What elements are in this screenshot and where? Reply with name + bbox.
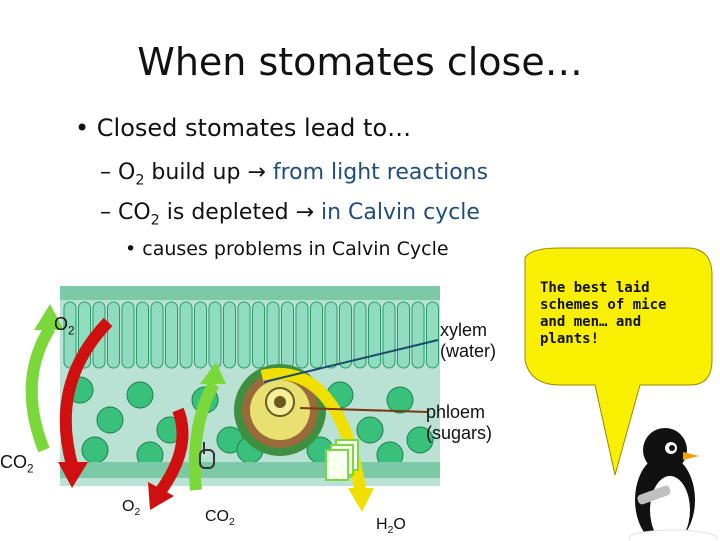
palisade-cell	[121, 301, 135, 369]
palisade-cell	[194, 301, 207, 369]
phloem-pointer-line	[299, 407, 429, 413]
green-arrow-left	[25, 324, 56, 453]
co2-text: is depleted	[159, 200, 296, 225]
bullet-calvin-problems: • causes problems in Calvin Cycle	[125, 238, 449, 260]
bullet-text: causes problems in Calvin Cycle	[142, 238, 449, 260]
palisade-cell	[426, 301, 439, 369]
palisade-cell	[150, 301, 164, 369]
co2-source: in Calvin cycle	[314, 200, 480, 225]
palisade-cell	[382, 301, 396, 369]
red-arrow-left	[59, 317, 113, 467]
spongy-cell	[406, 426, 434, 454]
palisade-cell	[107, 301, 120, 369]
co2-prefix: – CO	[100, 200, 151, 225]
o2-text: build up	[144, 160, 248, 185]
h2o-label: H2O	[376, 516, 406, 537]
xylem-pointer-line	[263, 339, 439, 383]
palisade-cell	[223, 301, 236, 369]
arrow-glyph: →	[247, 160, 266, 185]
red-arrow-bottom	[155, 407, 189, 496]
callout-text: The best laid schemes of mice and men… a…	[540, 280, 667, 347]
palisade-cell	[310, 301, 323, 369]
palisade-cell	[252, 301, 265, 369]
palisade-cell	[353, 301, 367, 369]
arrow-glyph: →	[295, 200, 315, 225]
o2-subscript: 2	[135, 172, 145, 189]
speech-bubble	[524, 247, 713, 476]
palisade-cell	[411, 301, 425, 369]
palisade-cell	[339, 301, 352, 369]
green-arrow-bottom	[188, 380, 220, 491]
palisade-cell	[281, 301, 294, 369]
palisade-cell	[165, 301, 178, 369]
co2-subscript: 2	[150, 212, 160, 229]
yellow-arrowhead-water	[348, 488, 374, 512]
spongy-cell	[96, 406, 124, 434]
palisade-cell	[397, 301, 410, 369]
spongy-cell	[356, 416, 384, 444]
spongy-cell	[386, 386, 414, 414]
co2-left-label: CO2	[0, 452, 34, 476]
palisade-cell	[237, 301, 251, 369]
palisade-cell	[63, 301, 77, 369]
o2-bottom-label: O2	[122, 498, 141, 519]
bullet-dot: •	[125, 238, 137, 260]
hand-cursor-icon	[199, 442, 215, 469]
bullet-closed-stomates: • Closed stomates lead to…	[75, 114, 411, 142]
spongy-cell	[126, 381, 154, 409]
red-arrowhead-left	[58, 462, 88, 488]
spongy-cell	[81, 436, 109, 464]
palisade-cell	[208, 301, 222, 369]
o2-prefix: – O	[100, 160, 136, 185]
o2-top-label: O2	[54, 314, 75, 338]
penguin-mascot-icon	[628, 428, 718, 540]
co2-bottom-label: CO2	[205, 508, 235, 529]
palisade-cell	[179, 301, 193, 369]
slide-title: When stomates close…	[137, 40, 583, 84]
palisade-cell	[266, 301, 280, 369]
palisade-cell	[136, 301, 149, 369]
green-arrowhead-left	[34, 304, 64, 330]
phloem-label: phloem(sugars)	[426, 402, 493, 443]
lower-epidermis	[60, 462, 440, 478]
xylem-label: xylem(water)	[440, 320, 497, 361]
sub-bullet-co2: – CO2 is depleted → in Calvin cycle	[100, 200, 480, 228]
green-arrowhead-bottom	[200, 362, 226, 384]
bullet-text: Closed stomates lead to…	[96, 114, 412, 142]
palisade-cell	[368, 301, 381, 369]
vascular-bundle	[234, 364, 326, 456]
palisade-cell	[324, 301, 338, 369]
sub-bullet-o2: – O2 build up → from light reactions	[100, 160, 488, 188]
bullet-dot: •	[75, 114, 90, 142]
palisade-cell	[295, 301, 309, 369]
o2-source: from light reactions	[265, 160, 489, 185]
red-arrowhead-bottom	[148, 482, 174, 510]
upper-epidermis	[60, 286, 440, 300]
document-stack-icon	[325, 439, 359, 481]
